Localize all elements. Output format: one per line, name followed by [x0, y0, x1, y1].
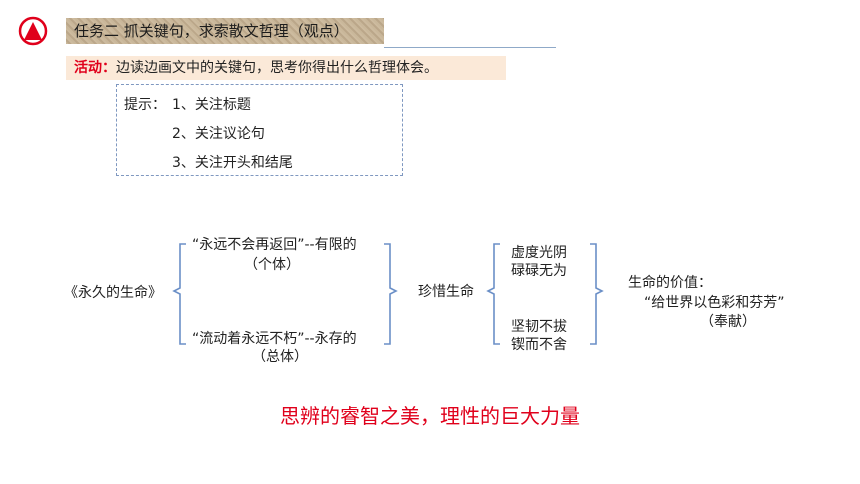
value-line1: 生命的价值：	[628, 275, 712, 291]
value-line3: （奉献）	[700, 314, 756, 330]
right-top-line1: 虚度光阴	[511, 245, 567, 261]
right-bottom-line1: 坚韧不拔	[511, 319, 567, 335]
hint-item-2: 2、关注议论句	[172, 126, 265, 142]
hint-box	[116, 84, 403, 176]
hint-item-3: 3、关注开头和结尾	[172, 155, 293, 171]
hint-item-1: 1、关注标题	[172, 97, 251, 113]
value-line2: “给世界以色彩和芬芳”	[644, 295, 785, 311]
title-divider	[384, 47, 556, 48]
activity-bar: 活动：边读边画文中的关键句，思考你得出什么哲理体会。	[66, 56, 506, 80]
root-brace	[172, 243, 186, 345]
right-top-line2: 碌碌无为	[511, 263, 567, 279]
diagram-middle: 珍惜生命	[418, 284, 474, 300]
right-bottom-line2: 锲而不舍	[511, 337, 567, 353]
branch-top-line2: （个体）	[244, 257, 300, 273]
task-title: 任务二 抓关键句，求索散文哲理（观点）	[66, 18, 384, 44]
activity-text: 边读边画文中的关键句，思考你得出什么哲理体会。	[116, 60, 438, 76]
middle-brace	[486, 243, 500, 345]
branch-top-line1: “永远不会再返回”--有限的	[192, 237, 357, 253]
logo-icon	[18, 16, 48, 46]
right-brace	[590, 243, 604, 345]
branch-bottom-line2: （总体）	[252, 349, 308, 365]
branch-bottom-line1: “流动着永远不朽”--永存的	[192, 331, 357, 347]
conclusion-text: 思辨的睿智之美，理性的巨大力量	[280, 404, 580, 428]
diagram-root: 《永久的生命》	[64, 285, 162, 301]
hint-prefix: 提示：	[124, 97, 166, 113]
activity-label: 活动：	[74, 60, 116, 76]
branch-brace	[384, 243, 398, 345]
